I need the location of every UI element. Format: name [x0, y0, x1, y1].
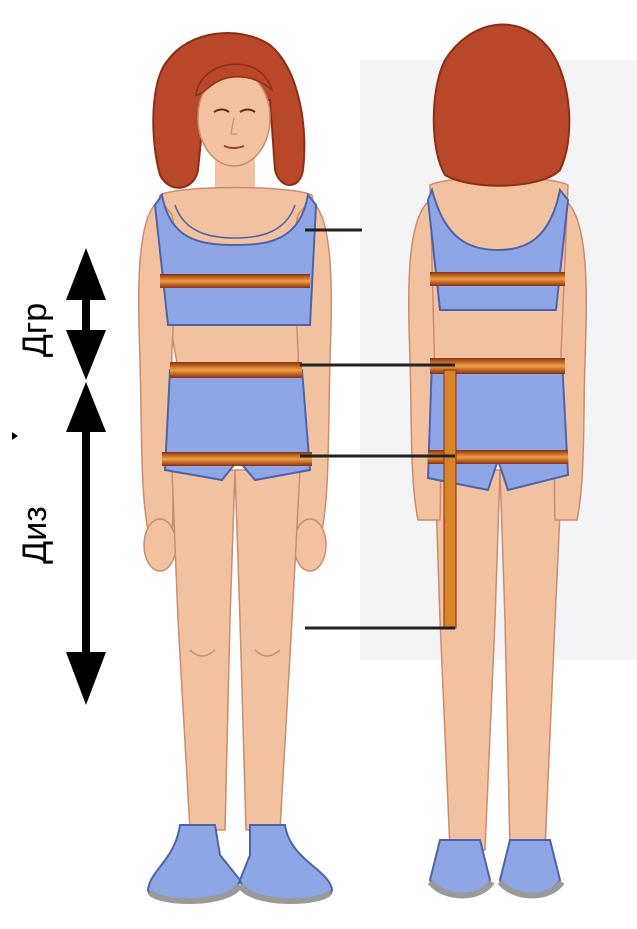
front-waist-tape: [170, 362, 302, 378]
product-length-label: Диз: [15, 490, 55, 580]
length-arrow-shaft: [82, 430, 90, 655]
front-left-leg: [172, 470, 235, 830]
arrow-up-icon: [66, 248, 106, 300]
back-chest-tape: [430, 272, 565, 286]
chest-arrow-shaft: [82, 298, 90, 333]
front-left-shoe: [148, 825, 240, 900]
front-right-leg: [235, 470, 300, 830]
arrow-up-icon: [66, 382, 106, 432]
tick-mark: [12, 432, 18, 440]
front-hip-tape: [162, 452, 312, 466]
chest-length-label: Дгр: [15, 295, 55, 365]
back-hair: [434, 25, 570, 186]
arrow-down-icon: [66, 330, 106, 380]
front-figure: [139, 33, 332, 901]
arrow-down-icon: [66, 652, 106, 705]
front-right-shoe: [240, 825, 332, 900]
back-vertical-tape: [444, 370, 456, 628]
back-right-leg: [500, 470, 562, 850]
front-chest-tape: [160, 274, 310, 288]
